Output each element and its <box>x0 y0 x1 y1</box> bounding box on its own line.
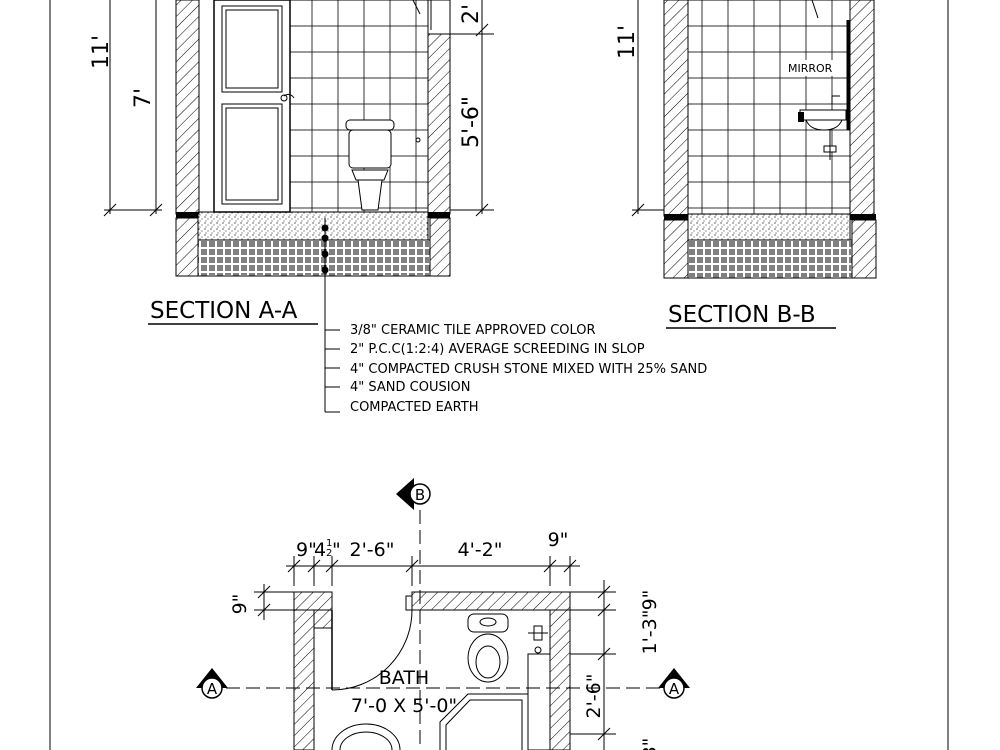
plan-wall-top-left <box>293 591 333 611</box>
bath-plan: B A A <box>196 478 690 750</box>
floor-note-5: COMPACTED EARTH <box>350 400 478 415</box>
svg-text:B: B <box>415 486 425 504</box>
door-elevation <box>213 0 291 213</box>
svg-text:A: A <box>207 680 218 698</box>
section-b-title: SECTION B-B <box>668 302 816 328</box>
svg-text:A: A <box>669 680 680 698</box>
svg-text:2: 2 <box>326 548 332 559</box>
sink-plan-icon <box>528 625 548 654</box>
floor-screed-b <box>687 213 851 241</box>
floor-stone-a <box>197 239 431 277</box>
dim-top-a: 2' <box>459 4 484 24</box>
section-marker-b-icon: B <box>396 478 431 510</box>
door-swing-arc <box>331 609 413 691</box>
svg-text:": " <box>332 539 341 561</box>
mirror-label: MIRROR <box>788 62 833 75</box>
section-marker-a-right-icon: A <box>658 668 690 699</box>
dim-right-2: 9" <box>639 590 661 611</box>
wall-left-a <box>175 0 200 215</box>
svg-text:1: 1 <box>326 538 332 549</box>
room-size: 7'-0 X 5'-0" <box>351 695 457 717</box>
plan-wall-right <box>549 609 571 750</box>
dim-height-b: 11' <box>615 25 640 59</box>
floor-screed-a <box>197 211 429 241</box>
dim-right-3: 2'-6" <box>583 674 605 719</box>
dim-height-a: 11' <box>89 35 114 69</box>
dim-top-2: 4 <box>314 539 326 561</box>
wall-right-b <box>849 0 875 217</box>
dim-right-4: 3" <box>639 738 661 750</box>
wall-tiles-b <box>687 0 851 215</box>
section-marker-a-left-icon: A <box>196 668 228 699</box>
floor-note-2: 2" P.C.C(1:2:4) AVERAGE SCREEDING IN SLO… <box>350 342 645 357</box>
section-a-title: SECTION A-A <box>150 298 298 324</box>
dim-right-1: 1'-3" <box>639 610 661 655</box>
dim-top-5: 9" <box>548 529 569 551</box>
dim-top-4: 4'-2" <box>458 539 503 561</box>
section-b-b: MIRROR 11' SECTION B-B <box>615 0 877 329</box>
wall-left-b <box>663 0 689 217</box>
floor-note-1: 3/8" CERAMIC TILE APPROVED COLOR <box>350 323 596 338</box>
room-name: BATH <box>379 667 429 689</box>
toilet-plan-icon <box>467 613 509 683</box>
dim-left: 9" <box>229 594 251 615</box>
basin-plan-icon <box>331 723 401 750</box>
wall-right-a <box>427 33 451 215</box>
plan-wall-left <box>293 609 315 750</box>
dim-top-1: 9" <box>296 539 317 561</box>
floor-notes: 3/8" CERAMIC TILE APPROVED COLOR 2" P.C.… <box>350 323 707 415</box>
dim-tile-a: 5'-6" <box>459 96 484 148</box>
plan-wall-top-right <box>411 591 571 611</box>
floor-stone-b <box>687 239 853 279</box>
sink-elevation-icon <box>798 95 847 160</box>
dim-top-3: 2'-6" <box>350 539 395 561</box>
section-a-a: 11' 7' 2' 5'-6" SECTION A-A <box>89 0 494 413</box>
floor-note-3: 4" COMPACTED CRUSH STONE MIXED WITH 25% … <box>350 362 707 377</box>
shower-tray <box>439 693 529 750</box>
dim-door-a: 7' <box>131 88 156 108</box>
toilet-elevation-icon <box>345 119 395 211</box>
floor-note-4: 4" SAND COUSION <box>350 380 471 395</box>
